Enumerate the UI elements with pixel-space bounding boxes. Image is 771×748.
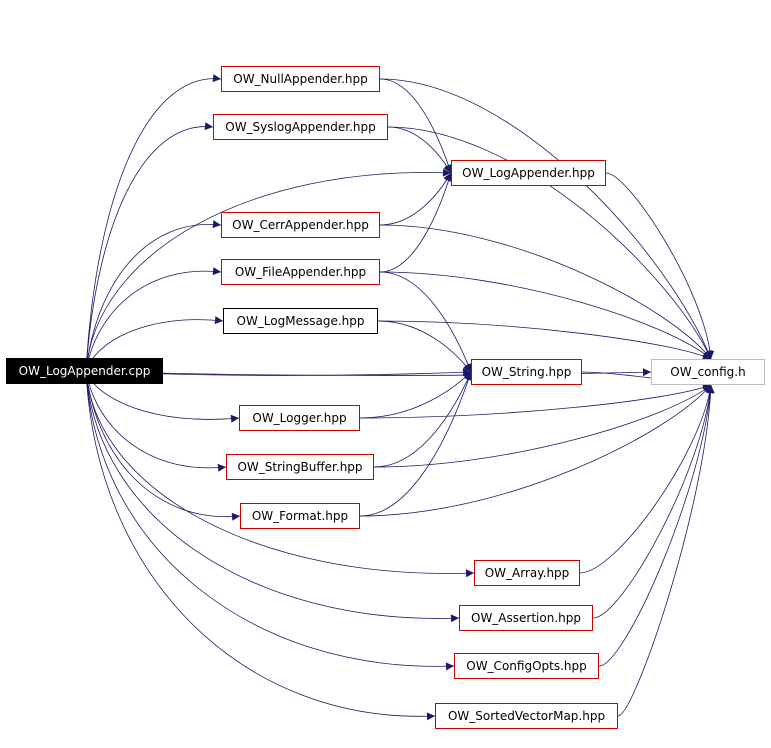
node-label: OW_NullAppender.hpp: [233, 72, 368, 86]
node-assert[interactable]: OW_Assertion.hpp: [459, 605, 593, 631]
edge-logmsg-to-string: [377, 320, 472, 373]
edge-file-to-config: [379, 271, 712, 360]
node-svmap[interactable]: OW_SortedVectorMap.hpp: [435, 703, 618, 729]
node-label: OW_Array.hpp: [484, 566, 570, 580]
edge-cfgopts-to-config: [598, 384, 715, 667]
edge-root-to-array: [85, 370, 475, 578]
edge-logger-to-config: [359, 384, 712, 419]
edge-logger-to-string: [359, 371, 472, 419]
edge-syslog-to-logapp: [387, 126, 452, 174]
edge-format-to-config: [359, 384, 712, 517]
node-file[interactable]: OW_FileAppender.hpp: [221, 259, 380, 285]
edge-null-to-logapp: [379, 78, 453, 174]
node-label: OW_StringBuffer.hpp: [237, 460, 363, 474]
node-array[interactable]: OW_Array.hpp: [474, 560, 580, 586]
edge-root-to-null: [85, 74, 222, 372]
node-label: OW_CerrAppender.hpp: [232, 218, 369, 232]
node-label: OW_LogAppender.hpp: [462, 166, 595, 180]
edge-root-to-cerr: [85, 220, 222, 372]
node-logger[interactable]: OW_Logger.hpp: [239, 405, 360, 431]
edge-svmap-to-config: [617, 384, 715, 717]
edge-null-to-config: [379, 78, 712, 360]
edge-root-to-logapp: [85, 168, 452, 372]
edge-file-to-string: [379, 271, 472, 373]
node-label: OW_String.hpp: [481, 365, 572, 379]
node-cfgopts[interactable]: OW_ConfigOpts.hpp: [454, 653, 599, 679]
node-root: OW_LogAppender.cpp: [6, 358, 163, 384]
node-label: OW_Logger.hpp: [252, 411, 347, 425]
edge-root-to-file: [85, 267, 222, 372]
node-string[interactable]: OW_String.hpp: [471, 359, 582, 385]
edge-assert-to-config: [592, 384, 715, 619]
edge-syslog-to-config: [387, 126, 712, 360]
edge-file-to-logapp: [379, 172, 453, 273]
edge-logmsg-to-config: [377, 320, 712, 360]
edge-root-to-syslog: [85, 122, 214, 372]
node-null[interactable]: OW_NullAppender.hpp: [221, 66, 380, 92]
node-syslog[interactable]: OW_SyslogAppender.hpp: [213, 114, 388, 140]
edge-array-to-config: [579, 384, 714, 574]
edge-root-to-strbuf: [85, 370, 227, 472]
node-label: OW_LogMessage.hpp: [236, 314, 365, 328]
edge-cerr-to-config: [379, 224, 712, 360]
edge-format-to-string: [359, 371, 473, 517]
node-strbuf[interactable]: OW_StringBuffer.hpp: [226, 454, 374, 480]
node-logmsg: OW_LogMessage.hpp: [223, 308, 378, 334]
edge-cerr-to-logapp: [379, 172, 452, 226]
edge-strbuf-to-string: [373, 371, 472, 468]
edge-logapp-to-config: [605, 172, 715, 360]
node-label: OW_LogAppender.cpp: [18, 364, 151, 378]
node-label: OW_ConfigOpts.hpp: [466, 659, 587, 673]
node-format[interactable]: OW_Format.hpp: [240, 503, 360, 529]
node-label: OW_FileAppender.hpp: [234, 265, 367, 279]
node-config: OW_config.h: [651, 359, 765, 385]
node-cerr[interactable]: OW_CerrAppender.hpp: [221, 212, 380, 238]
edge-root-to-svmap: [85, 370, 436, 721]
edge-root-to-assert: [85, 370, 460, 623]
node-label: OW_SortedVectorMap.hpp: [447, 709, 606, 723]
node-label: OW_Assertion.hpp: [471, 611, 581, 625]
node-label: OW_SyslogAppender.hpp: [225, 120, 376, 134]
edge-strbuf-to-config: [373, 384, 712, 468]
node-logapp[interactable]: OW_LogAppender.hpp: [451, 160, 606, 186]
edge-root-to-cfgopts: [85, 370, 455, 671]
node-label: OW_config.h: [670, 365, 746, 379]
node-label: OW_Format.hpp: [251, 509, 349, 523]
